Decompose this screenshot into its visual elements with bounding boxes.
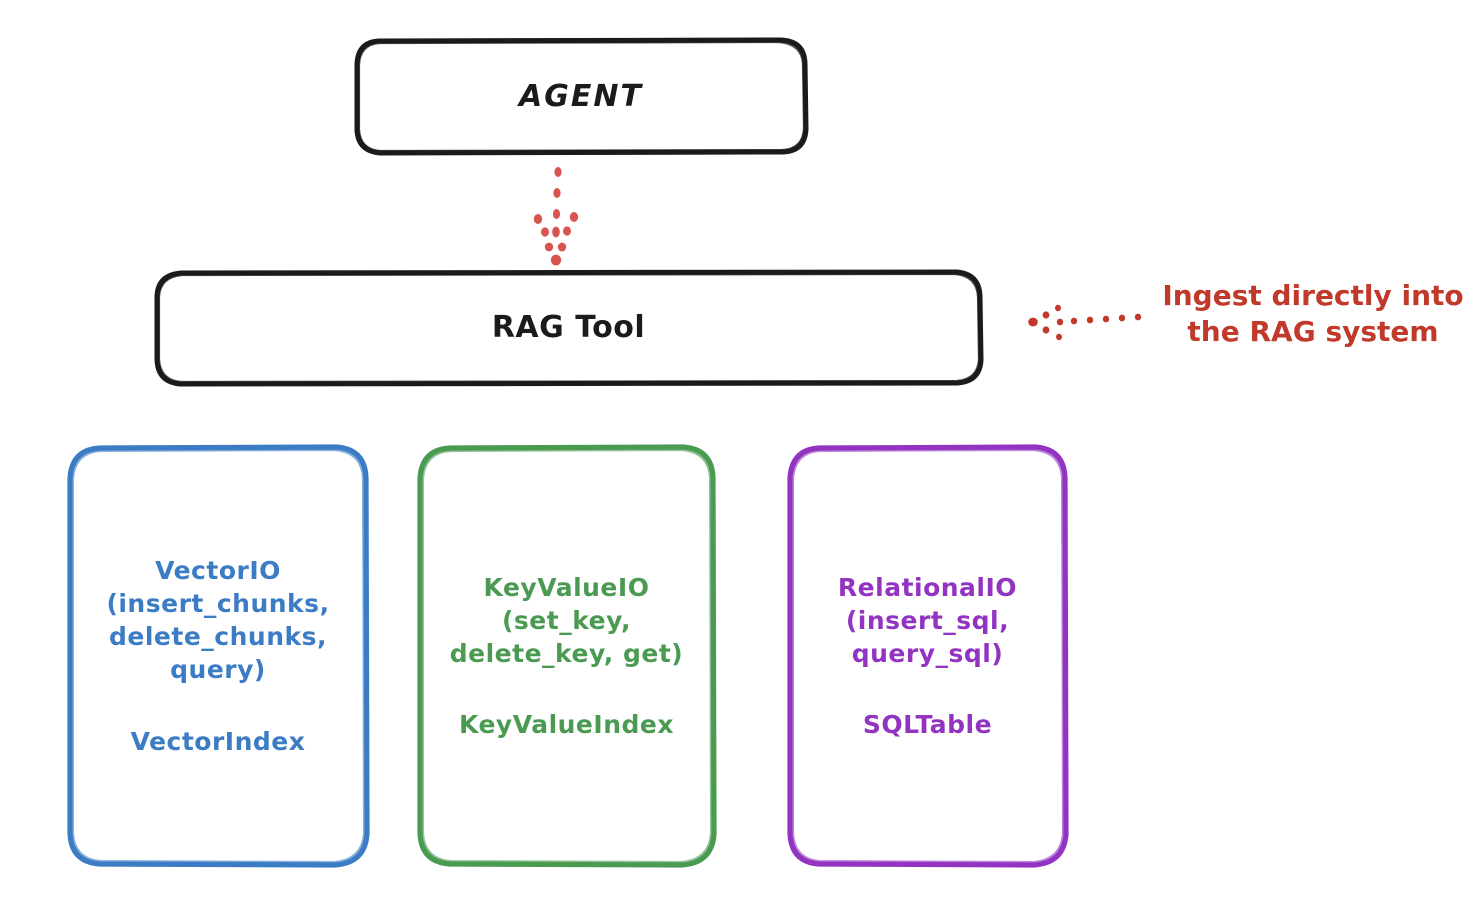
agent-to-rag-arrow — [533, 167, 579, 266]
key-value-io-box[interactable] — [417, 444, 717, 868]
agent-box[interactable] — [354, 37, 809, 156]
relational-io-box[interactable] — [787, 444, 1069, 868]
rag-tool-box[interactable] — [154, 269, 984, 387]
ingest-arrow — [1028, 304, 1142, 341]
vector-io-box[interactable] — [67, 444, 370, 868]
